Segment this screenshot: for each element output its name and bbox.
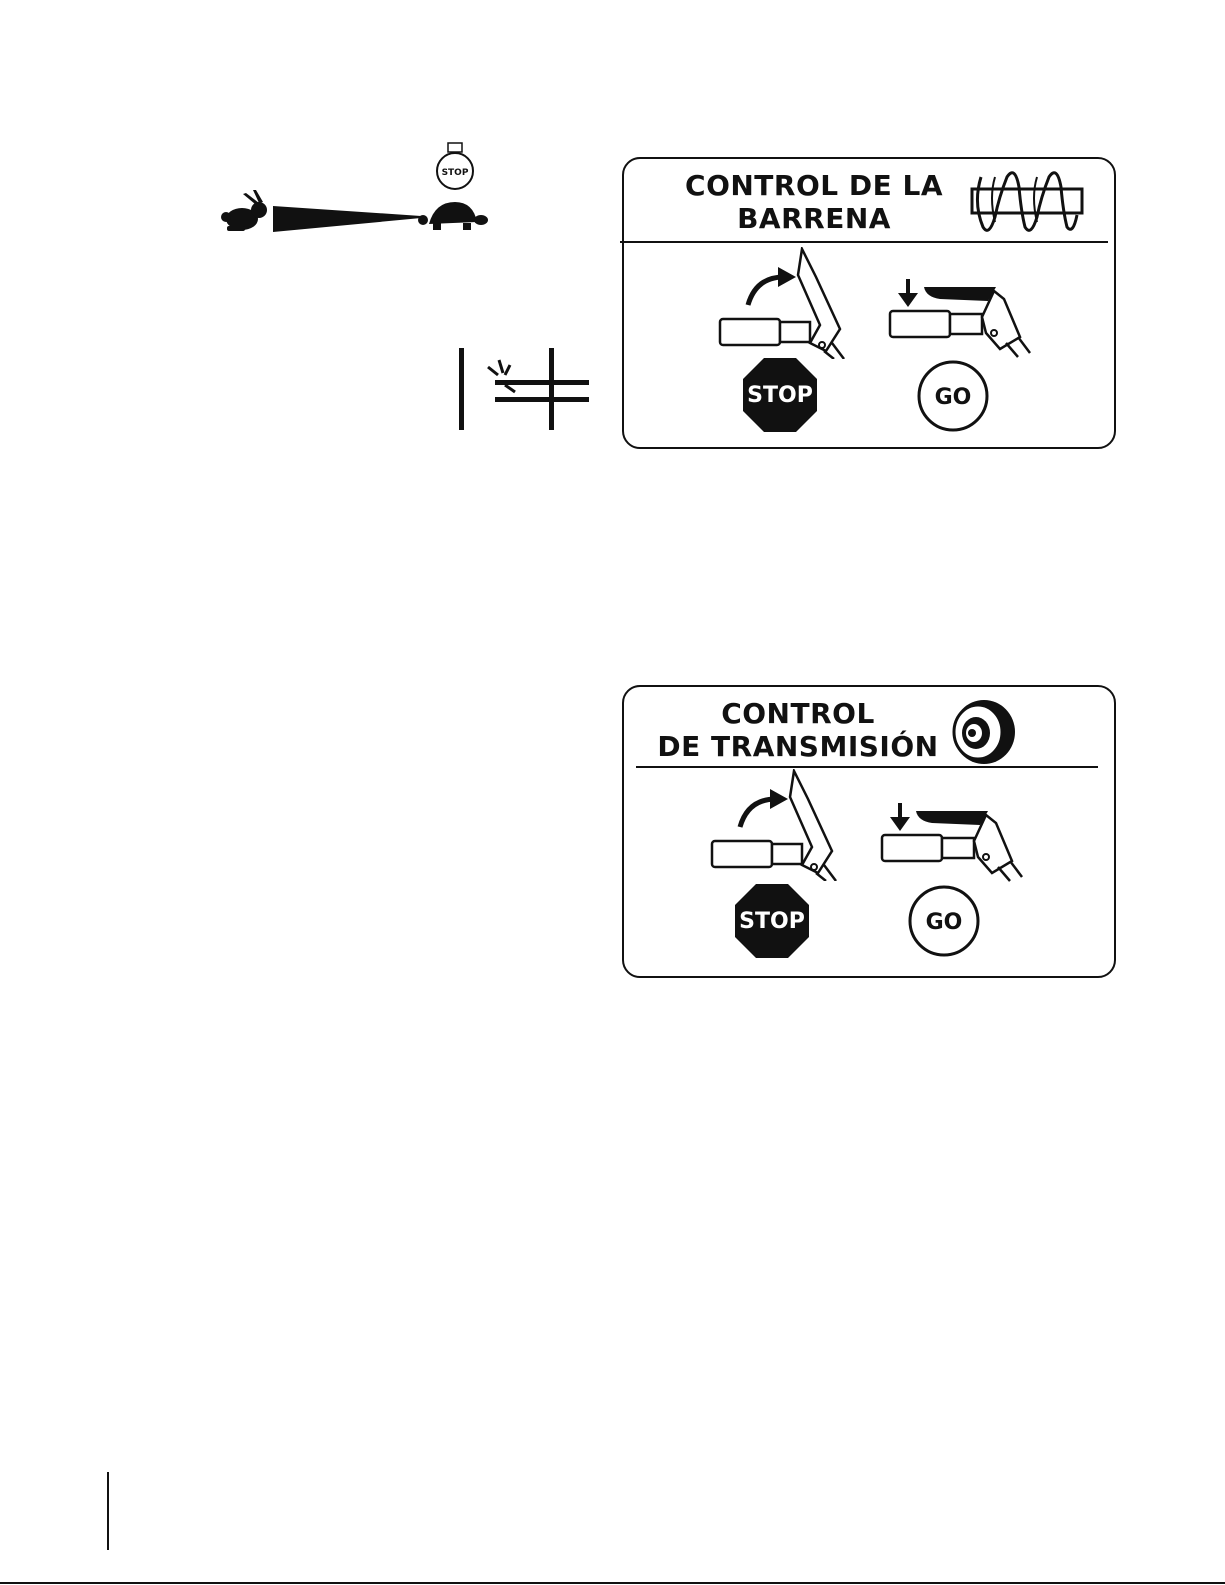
- choke-icon: [455, 345, 595, 435]
- throttle-symbol: STOP: [215, 140, 490, 240]
- page-bottom-rule: [0, 1582, 1225, 1584]
- wheel-icon: [946, 697, 1018, 767]
- rabbit-icon: [221, 190, 267, 231]
- auger-go-label: GO: [935, 385, 972, 410]
- stop-sign-icon: STOP: [734, 883, 810, 959]
- auger-icon: [969, 167, 1089, 239]
- lever-released-illustration: [708, 769, 858, 881]
- throttle-graphic: STOP: [215, 140, 490, 240]
- auger-control-panel: CONTROL DE LA BARRENA STOP GO: [622, 157, 1116, 449]
- turtle-icon: [418, 202, 488, 230]
- auger-stop-label: STOP: [747, 383, 813, 408]
- lever-engaged-illustration: [878, 801, 1038, 883]
- drive-panel-divider: [636, 766, 1098, 768]
- page-margin-rule: [107, 1472, 109, 1550]
- drive-title-line2: DE TRANSMISIÓN: [648, 730, 948, 763]
- go-sign-icon: GO: [916, 359, 990, 433]
- stop-sign-icon: STOP: [742, 357, 818, 433]
- auger-title-line1: CONTROL DE LA: [644, 169, 984, 202]
- lever-released-illustration: [716, 247, 866, 359]
- auger-title-line2: BARRENA: [644, 202, 984, 235]
- auger-panel-divider: [620, 241, 1108, 243]
- speed-wedge: [273, 206, 421, 232]
- auger-control-title: CONTROL DE LA BARRENA: [644, 169, 984, 235]
- lever-engaged-illustration: [886, 277, 1046, 359]
- go-sign-icon: GO: [907, 884, 981, 958]
- stop-knob-icon: STOP: [437, 143, 473, 189]
- drive-title-line1: CONTROL: [648, 697, 948, 730]
- stop-knob-label: STOP: [442, 168, 469, 178]
- drive-stop-label: STOP: [739, 909, 805, 934]
- choke-symbol: [455, 345, 595, 435]
- drive-control-title: CONTROL DE TRANSMISIÓN: [648, 697, 948, 763]
- drive-go-label: GO: [926, 910, 963, 935]
- drive-control-panel: CONTROL DE TRANSMISIÓN STOP: [622, 685, 1116, 978]
